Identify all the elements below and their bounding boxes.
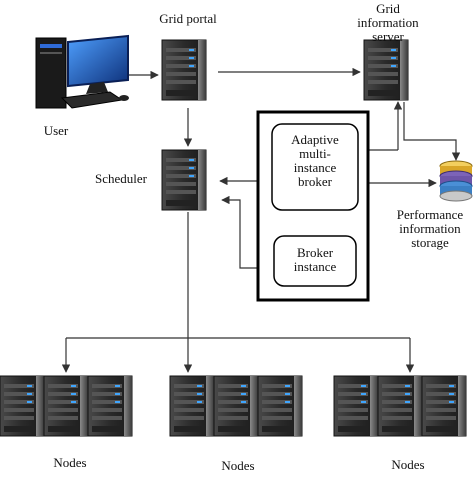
node-server-icon [257, 375, 303, 437]
node-server-icon [377, 375, 423, 437]
grid-portal-server-icon [161, 39, 207, 101]
grid-info-server-label: Grid information server [345, 2, 431, 44]
user-label: User [43, 123, 69, 138]
broker-label-line: instance [293, 160, 337, 175]
grid-info-server-label-line: information [357, 15, 419, 30]
broker-label-line: multi- [299, 146, 331, 161]
database-icon [439, 160, 473, 202]
performance-storage-label-line: storage [411, 235, 449, 250]
grid-info-server-label-line: Grid [376, 1, 400, 16]
scheduler-label: Scheduler [95, 171, 147, 186]
performance-storage-label-line: information [399, 221, 461, 236]
nodes-label-2: Nodes [221, 458, 255, 473]
node-server-icon [213, 375, 259, 437]
nodes-label-1: Nodes [53, 455, 87, 470]
node-server-icon [333, 375, 379, 437]
broker-label: Adaptive multi- instance broker [272, 133, 358, 189]
grid-portal-label: Grid portal [159, 11, 217, 26]
broker-instance-box [273, 235, 357, 287]
grid-info-server-label-line: server [372, 29, 404, 44]
scheduler-server-icon [161, 149, 207, 211]
performance-storage-label: Performance information storage [386, 208, 474, 250]
broker-instance-label-line: Broker [296, 245, 334, 260]
performance-storage-label-line: Performance [396, 207, 464, 222]
broker-instance-label-line: instance [293, 259, 337, 274]
broker-module-box [271, 123, 359, 211]
broker-instance-label: Broker instance [274, 246, 356, 274]
user-computer-icon [35, 34, 129, 109]
grid-info-server-icon [363, 39, 409, 101]
info-server-to-storage-arrow [403, 102, 461, 161]
node-server-icon [43, 375, 89, 437]
broker-label-line: Adaptive [291, 132, 339, 147]
node-server-icon [87, 375, 133, 437]
node-server-icon [169, 375, 215, 437]
connectors [61, 67, 461, 373]
node-server-icon [421, 375, 467, 437]
nodes-label-3: Nodes [391, 457, 425, 472]
broker-label-line: broker [298, 174, 332, 189]
scheduler-to-instance-arrow [221, 195, 273, 273]
node-server-icon [0, 375, 45, 437]
